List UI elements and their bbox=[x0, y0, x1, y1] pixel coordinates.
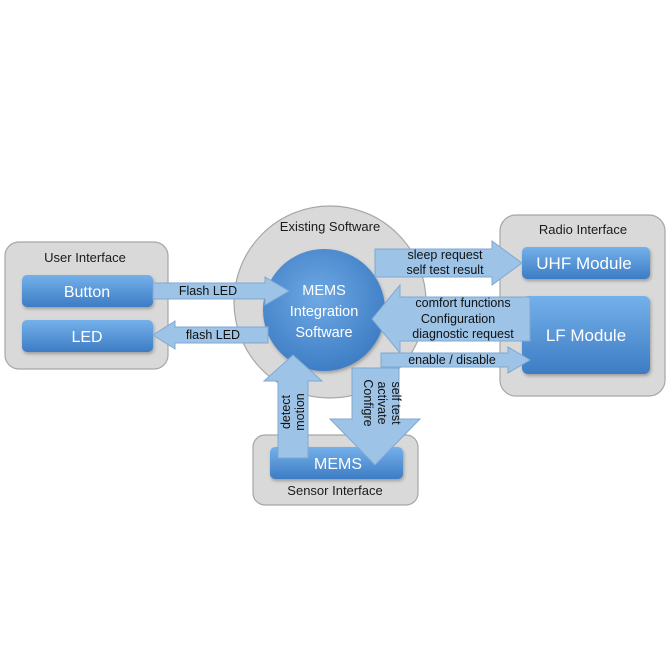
led-module bbox=[22, 320, 153, 352]
flash-led-out-label: flash LED bbox=[186, 328, 240, 342]
lf-in-line-2: Configuration bbox=[421, 312, 495, 326]
flash-led-in-arrow bbox=[152, 276, 290, 306]
sensor-interface-label: Sensor Interface bbox=[287, 483, 382, 498]
led-module-label: LED bbox=[71, 329, 102, 346]
enable-disable-arrow bbox=[380, 346, 531, 374]
user-interface-label: User Interface bbox=[44, 250, 126, 265]
uhf-arrow bbox=[374, 240, 523, 286]
configure-arrow bbox=[328, 367, 422, 466]
lf-module-label: LF Module bbox=[546, 326, 626, 345]
uhf-module bbox=[522, 247, 650, 279]
detect-motion-arrow bbox=[262, 354, 324, 459]
detect-motion-line-1: detect bbox=[279, 394, 293, 429]
lf-module bbox=[522, 296, 650, 374]
flash-led-out-arrow bbox=[152, 320, 269, 350]
uhf-arrow-line-1: sleep request bbox=[407, 248, 483, 262]
lf-in-arrow bbox=[371, 283, 531, 355]
configure-line-2: activate bbox=[375, 381, 389, 424]
lf-in-line-3: diagnostic request bbox=[412, 327, 514, 341]
existing-software-label: Existing Software bbox=[280, 219, 380, 234]
button-module bbox=[22, 275, 153, 307]
button-module-label: Button bbox=[64, 284, 110, 301]
center-line-1: MEMS bbox=[302, 283, 346, 299]
configure-line-3: self test bbox=[389, 381, 403, 425]
configure-line-1: Configre bbox=[361, 379, 375, 426]
flash-led-in-label: Flash LED bbox=[179, 284, 237, 298]
detect-motion-line-2: motion bbox=[293, 393, 307, 431]
mems-module-label: MEMS bbox=[314, 456, 362, 473]
uhf-arrow-line-2: self test result bbox=[406, 263, 484, 277]
center-line-3: Software bbox=[295, 325, 352, 341]
mems-integration-software-node bbox=[263, 249, 385, 371]
lf-in-line-1: comfort functions bbox=[415, 296, 510, 310]
center-line-2: Integration bbox=[290, 304, 359, 320]
uhf-module-label: UHF Module bbox=[536, 254, 631, 273]
enable-disable-label: enable / disable bbox=[408, 353, 496, 367]
radio-interface-label: Radio Interface bbox=[539, 222, 627, 237]
